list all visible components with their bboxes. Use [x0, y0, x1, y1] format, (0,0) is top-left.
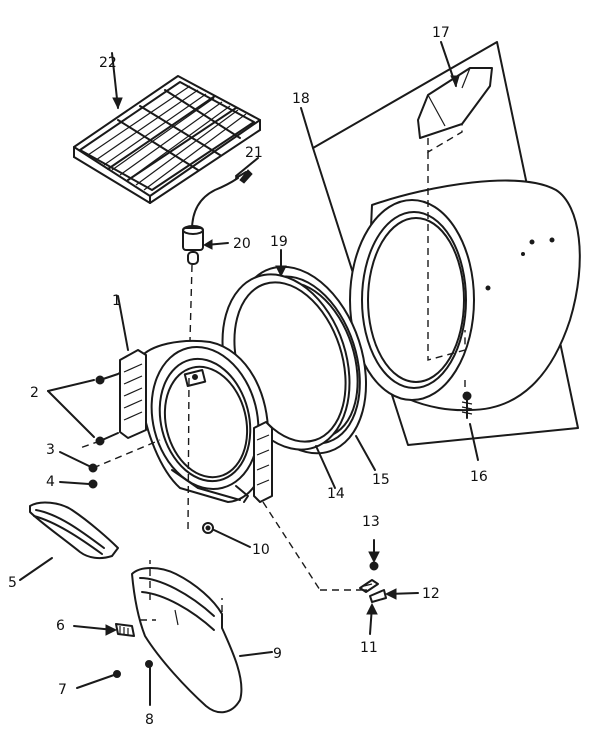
callout-13: 13	[362, 514, 380, 530]
callout-12: 12	[422, 586, 440, 602]
callout-14: 14	[327, 486, 345, 502]
screws-parts-7-8	[76, 660, 153, 706]
callout-17: 17	[432, 25, 450, 41]
door-opening-ring	[349, 152, 581, 412]
fasteners-parts-3-4	[59, 439, 161, 489]
callout-10: 10	[252, 542, 270, 558]
callout-20: 20	[233, 236, 251, 252]
leaders-14-15	[315, 435, 376, 489]
callout-11: 11	[360, 640, 378, 656]
callout-9: 9	[273, 646, 282, 662]
screws-part-2	[47, 371, 121, 449]
latch-parts-11-12-13	[359, 539, 419, 635]
callout-labels: 1 2 3 4 5 6 7 8 9 10 11 12 13 14 15 16 1…	[8, 25, 488, 728]
callout-3: 3	[46, 442, 55, 458]
lower-panel-part-9	[131, 560, 273, 714]
screw-part-10	[187, 377, 251, 548]
callout-21: 21	[245, 145, 263, 161]
callout-5: 5	[8, 575, 17, 591]
callout-8: 8	[145, 712, 154, 728]
rack-part-22	[73, 52, 261, 204]
handle-part-5	[19, 501, 119, 581]
callout-16: 16	[470, 469, 488, 485]
callout-15: 15	[372, 472, 390, 488]
badge-part-17	[417, 41, 493, 154]
callout-7: 7	[58, 682, 67, 698]
callout-4: 4	[46, 474, 55, 490]
socket-part-20	[182, 225, 229, 379]
clip-part-6	[73, 623, 135, 637]
callout-2: 2	[30, 385, 39, 401]
callout-18: 18	[292, 91, 310, 107]
screw-part-16	[461, 391, 479, 461]
callout-6: 6	[56, 618, 65, 634]
callout-1: 1	[112, 293, 121, 309]
callout-19: 19	[270, 234, 288, 250]
wire-part-21	[191, 157, 259, 231]
door-frame-part-1	[117, 295, 360, 591]
callout-22: 22	[99, 55, 117, 71]
